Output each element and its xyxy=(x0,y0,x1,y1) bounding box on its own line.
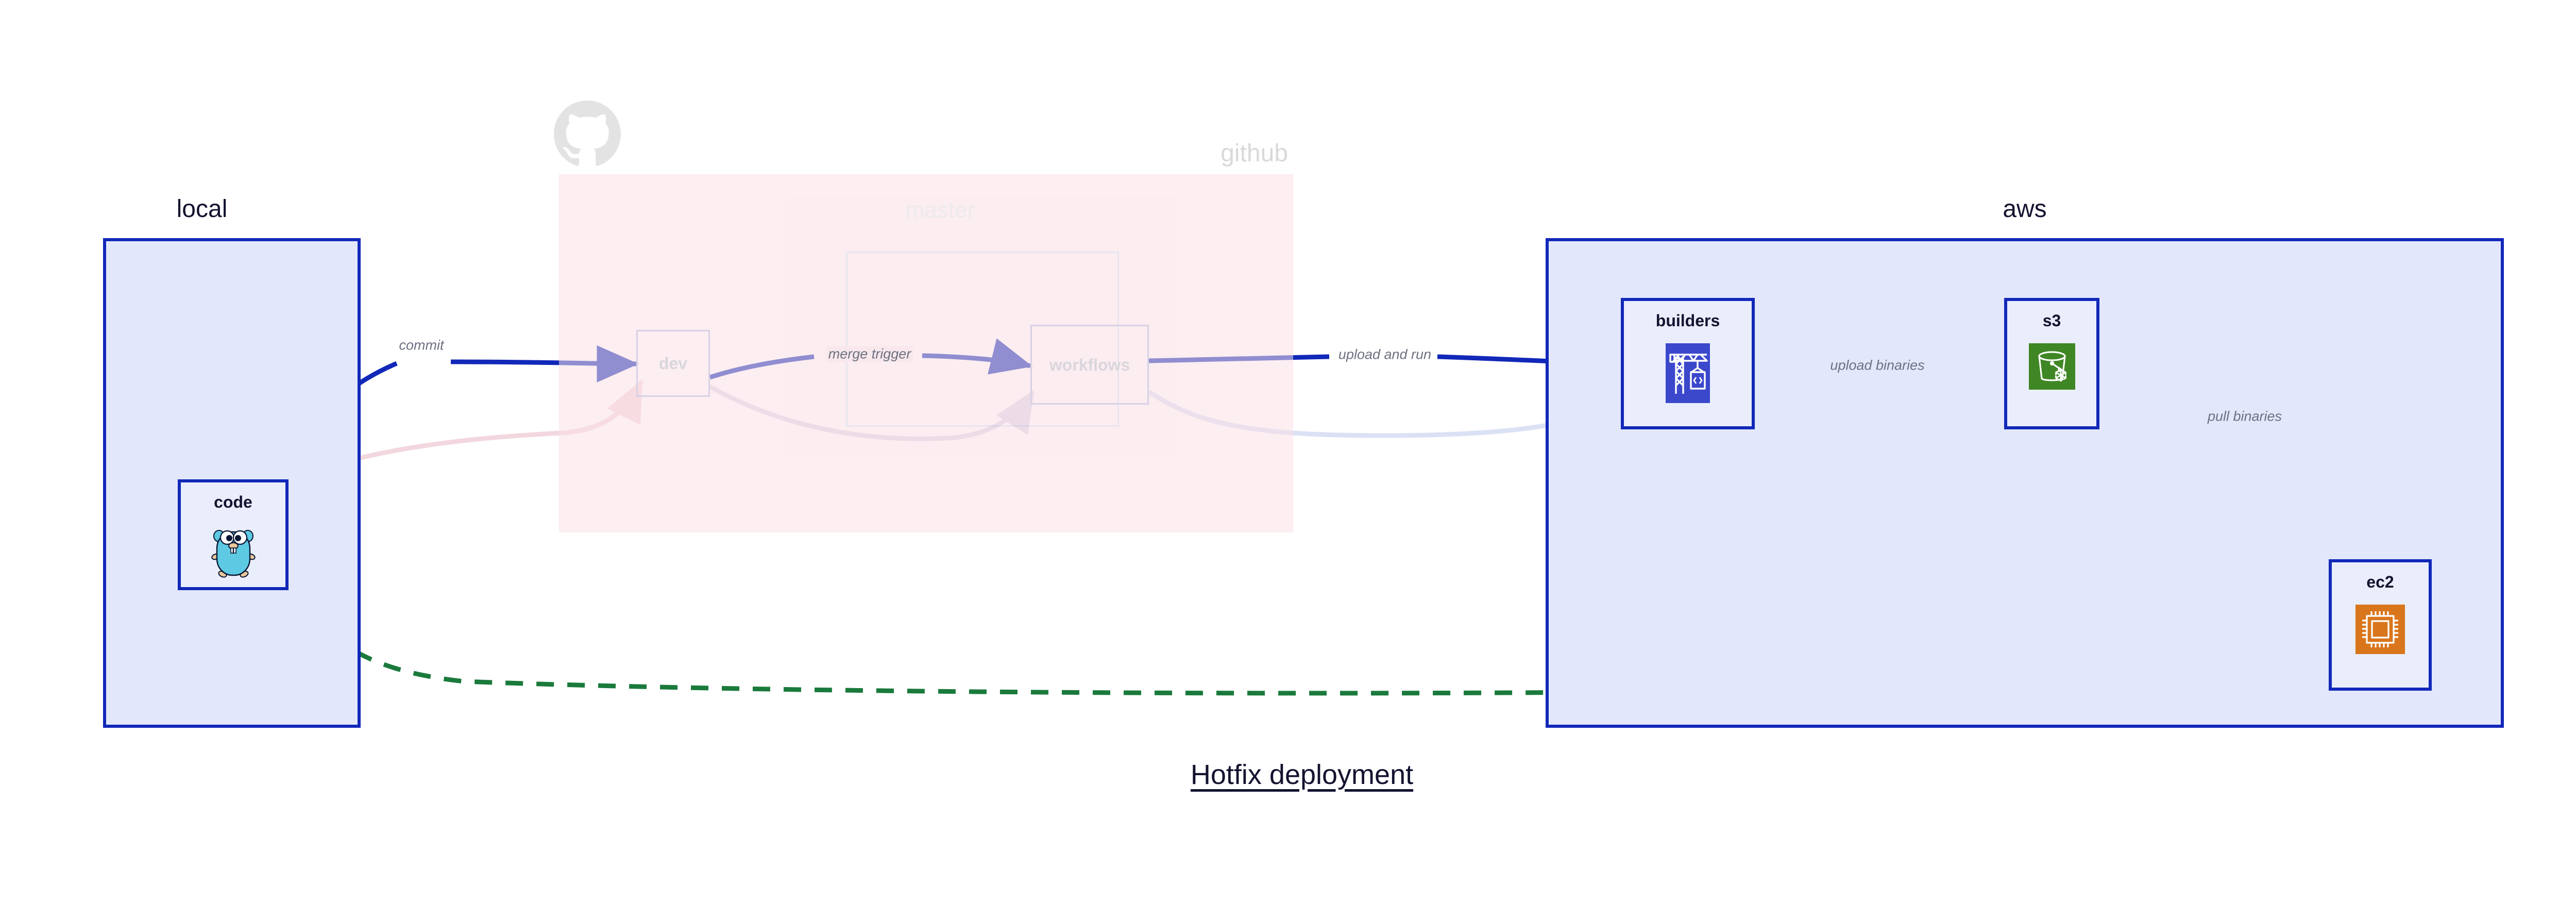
node-ec2[interactable]: ec2 xyxy=(2329,559,2432,691)
group-github: master xyxy=(559,174,1293,532)
node-code-label: code xyxy=(214,493,252,511)
go-gopher-icon xyxy=(211,525,256,581)
node-builders-label: builders xyxy=(1655,311,1720,330)
diagram-title: Hotfix deployment xyxy=(1190,759,1414,790)
node-dev-label: dev xyxy=(658,354,688,373)
node-dev[interactable]: dev xyxy=(636,330,710,397)
group-title-local: local xyxy=(176,195,228,223)
node-s3[interactable]: s3 xyxy=(2004,298,2099,429)
aws-s3-bucket-glacier-icon xyxy=(2028,343,2075,392)
edge-label-upload-binaries: upload binaries xyxy=(1828,357,1927,374)
edge-label-upload-and-run: upload and run xyxy=(1336,346,1434,363)
edge-label-merge-trigger: merge trigger xyxy=(826,346,913,362)
node-ec2-label: ec2 xyxy=(2366,573,2394,591)
edge-label-commit: commit xyxy=(397,337,446,354)
node-workflows[interactable]: workflows xyxy=(1030,325,1149,405)
aws-codebuild-crane-icon xyxy=(1666,343,1710,406)
node-s3-label: s3 xyxy=(2042,311,2061,330)
subframe-master xyxy=(846,252,1119,427)
aws-ec2-cpu-icon xyxy=(2355,605,2405,657)
group-title-github: github xyxy=(1221,140,1288,167)
node-builders[interactable]: builders xyxy=(1621,298,1755,429)
github-octocat-icon xyxy=(554,101,621,170)
edge-label-pull-binaries: pull binaries xyxy=(2205,408,2284,425)
node-code[interactable]: code xyxy=(178,479,289,590)
subframe-title-master: master xyxy=(905,197,975,223)
node-workflows-label: workflows xyxy=(1049,355,1130,374)
edge-hotfix-direct xyxy=(285,589,2321,696)
group-title-aws: aws xyxy=(2003,195,2047,223)
